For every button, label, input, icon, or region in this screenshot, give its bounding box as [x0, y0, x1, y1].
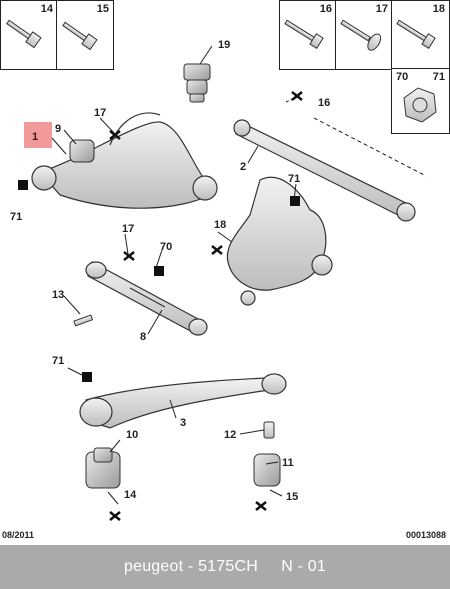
caption-bar: peugeot - 5175CH N - 01 [0, 545, 450, 589]
callout-19[interactable]: 19 [218, 39, 230, 51]
parts-diagram: 14 15 16 17 18 70 71 [0, 0, 450, 540]
callout-8[interactable]: 8 [140, 331, 146, 343]
rear-bushing [253, 453, 281, 487]
callout-12[interactable]: 12 [224, 429, 236, 441]
adjust-bolt [73, 314, 94, 327]
part-number: 70 [396, 71, 409, 83]
cross-marker [109, 91, 303, 521]
toe-link [85, 261, 208, 336]
stud [263, 421, 275, 439]
callout-14[interactable]: 14 [124, 489, 137, 501]
part-box-14[interactable]: 14 [0, 0, 58, 70]
callout-2[interactable]: 2 [240, 161, 246, 173]
footer-code: 00013088 [405, 530, 446, 540]
upper-control-arm [31, 112, 218, 209]
callout-9[interactable]: 9 [55, 123, 61, 135]
bolt-icon [6, 19, 436, 51]
diagram-drawing: 1 9 17 19 16 2 71 71 18 17 70 13 8 71 3 … [6, 19, 437, 521]
callout-71[interactable]: 71 [52, 355, 64, 367]
callout-71[interactable]: 71 [10, 211, 22, 223]
callout-16[interactable]: 16 [318, 97, 330, 109]
part-number: 16 [319, 3, 332, 15]
callout-71[interactable]: 71 [288, 173, 300, 185]
callout-11[interactable]: 11 [282, 457, 294, 469]
callout-18[interactable]: 18 [214, 219, 226, 231]
callout-1[interactable]: 1 [32, 131, 38, 143]
leader-lines [51, 45, 427, 505]
caption-text: peugeot - 5175CH N - 01 [124, 558, 326, 575]
bump-stop [183, 63, 211, 103]
hex-nut-icon [403, 87, 437, 123]
callout-10[interactable]: 10 [126, 429, 138, 441]
callout-15[interactable]: 15 [286, 491, 298, 503]
callout-13[interactable]: 13 [52, 289, 64, 301]
callout-17[interactable]: 17 [94, 107, 106, 119]
lower-bushing [85, 447, 121, 489]
callout-70[interactable]: 70 [160, 241, 172, 253]
bushing [69, 139, 95, 163]
part-box-15[interactable]: 15 [56, 0, 114, 70]
part-number: 17 [375, 3, 388, 15]
part-number: 15 [96, 3, 109, 15]
part-number: 71 [432, 71, 445, 83]
wheel-knuckle [226, 176, 333, 306]
trailing-link [233, 119, 416, 222]
footer-date: 08/2011 [2, 530, 35, 540]
lower-control-arm [79, 373, 287, 429]
part-number: 14 [40, 3, 53, 15]
square-marker [18, 180, 300, 382]
callout-17[interactable]: 17 [122, 223, 134, 235]
part-number: 18 [432, 3, 445, 15]
selected-part-highlight [24, 122, 52, 148]
callout-3[interactable]: 3 [180, 417, 186, 429]
